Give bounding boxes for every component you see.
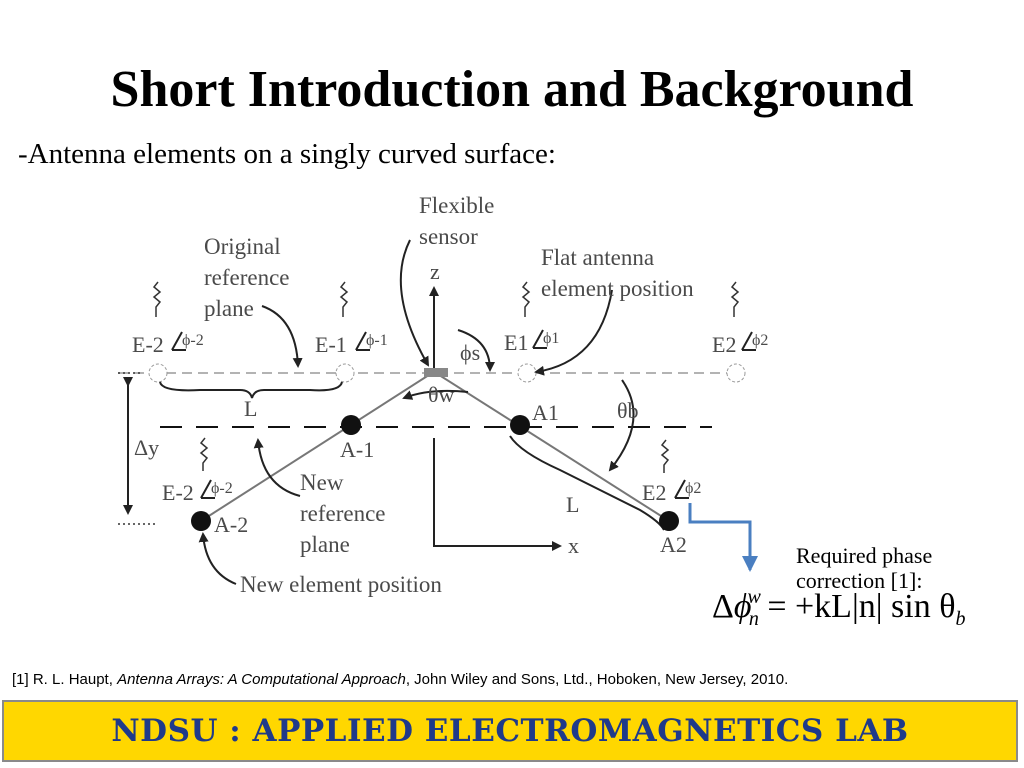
phi-2-label: ϕ2 — [752, 332, 768, 349]
formula-superscript: w — [747, 586, 761, 608]
A1-label: A1 — [532, 400, 559, 425]
formula-phi: ϕ — [733, 588, 752, 625]
theta-w-arc — [402, 389, 469, 400]
flat-element-minus1 — [335, 363, 355, 383]
new-element-label: New element position — [240, 572, 442, 597]
x-axis-label: x — [568, 533, 579, 558]
formula-rhs: = +kL|n| sin θ — [767, 588, 956, 625]
new-plane-pointer — [253, 438, 301, 497]
phase-mark — [171, 331, 186, 351]
wave-icon — [730, 281, 740, 317]
phase-mark — [674, 479, 689, 499]
phase-correction-callout: Required phase correction [1]: — [796, 543, 932, 593]
E-minus1-label: E-1 — [315, 332, 347, 357]
E-2-low-label: E2 — [642, 480, 666, 505]
citation: [1] R. L. Haupt, Antenna Arrays: A Compu… — [12, 671, 788, 688]
callout-arrow — [688, 503, 758, 572]
citation-prefix: [1] R. L. Haupt, — [12, 671, 118, 688]
A-minus2-label: A-2 — [214, 512, 248, 537]
A-minus1-label: A-1 — [340, 437, 374, 462]
flexible-sensor-block — [424, 368, 448, 377]
right-wing — [435, 372, 670, 522]
citation-suffix: , John Wiley and Sons, Ltd., Hoboken, Ne… — [405, 671, 789, 688]
formula-delta: Δ — [712, 588, 734, 625]
flat-element-minus2 — [148, 363, 168, 383]
phi-minus2-label: ϕ-2 — [182, 332, 204, 349]
brace-top — [159, 381, 343, 399]
theta-b-pointer — [608, 379, 635, 472]
slide-title: Short Introduction and Background — [110, 61, 914, 118]
element-A2 — [659, 511, 679, 531]
new-ref-label-2: reference — [300, 501, 386, 526]
formula-subscript: n — [748, 608, 759, 630]
flat-antenna-label-1: Flat antenna — [541, 245, 654, 270]
new-ref-label-1: New — [300, 470, 344, 495]
right-L-curve — [509, 435, 665, 531]
A2-label: A2 — [660, 532, 687, 557]
wave-icon — [660, 439, 670, 473]
flat-antenna-pointer — [534, 289, 613, 376]
x-axis — [433, 438, 562, 551]
phase-mark — [532, 329, 547, 349]
left-wing — [200, 372, 433, 522]
phase-correction-formula: Δϕwn = +kL|n| sin θb — [712, 586, 966, 630]
wave-icon — [152, 281, 162, 317]
phi-1-label: ϕ1 — [543, 330, 559, 347]
element-A-1 — [341, 415, 361, 435]
flat-element-1 — [517, 363, 537, 383]
flexible-label-2: sensor — [419, 224, 478, 249]
theta-w-label: θw — [428, 382, 455, 407]
L-top-label: L — [244, 396, 257, 421]
citation-book-title: Antenna Arrays: A Computational Approach — [117, 671, 406, 688]
flexible-label-1: Flexible — [419, 193, 494, 218]
phi-minus1-label: ϕ-1 — [366, 332, 388, 349]
E-2-label: E2 — [712, 332, 736, 357]
z-axis-label: z — [430, 259, 440, 284]
phi-s-label: ϕs — [460, 340, 480, 365]
original-ref-label-1: Original — [204, 234, 281, 259]
flexible-sensor-pointer — [399, 239, 429, 367]
wave-icon — [339, 281, 349, 317]
wave-icon — [521, 281, 531, 317]
callout-line-2: correction [1]: — [796, 568, 923, 593]
slide-subtitle: -Antenna elements on a singly curved sur… — [18, 138, 556, 170]
L-bottom-label: L — [566, 492, 579, 517]
flat-antenna-label-2: element position — [541, 276, 694, 301]
footer-lab-name: NDSU : APPLIED ELECTROMAGNETICS LAB — [111, 713, 909, 749]
theta-b-label: θb — [617, 398, 639, 423]
E-minus2-label: E-2 — [132, 332, 164, 357]
element-A1 — [510, 415, 530, 435]
phi-minus2-low-label: ϕ-2 — [211, 480, 233, 497]
original-ref-label-3: plane — [204, 296, 254, 321]
phase-mark — [200, 479, 215, 499]
original-plane-pointer — [261, 305, 303, 368]
callout-line-1: Required phase — [796, 543, 933, 568]
delta-y-label: Δy — [134, 435, 159, 460]
phase-mark — [355, 331, 370, 351]
E-1-label: E1 — [504, 330, 528, 355]
phase-mark — [741, 331, 756, 351]
flat-element-2 — [726, 363, 746, 383]
original-ref-label-2: reference — [204, 265, 290, 290]
E-minus2-low-label: E-2 — [162, 480, 194, 505]
new-ref-label-3: plane — [300, 532, 350, 557]
formula-rhs-subscript: b — [955, 608, 966, 630]
antenna-diagram: Flexible sensor Original reference plane… — [118, 193, 768, 597]
element-A-2 — [191, 511, 211, 531]
new-element-pointer — [198, 532, 237, 585]
footer-bar: NDSU : APPLIED ELECTROMAGNETICS LAB — [2, 700, 1018, 762]
phi-s-arc — [457, 329, 495, 372]
wave-icon — [199, 437, 209, 471]
phi-2-low-label: ϕ2 — [685, 480, 701, 497]
